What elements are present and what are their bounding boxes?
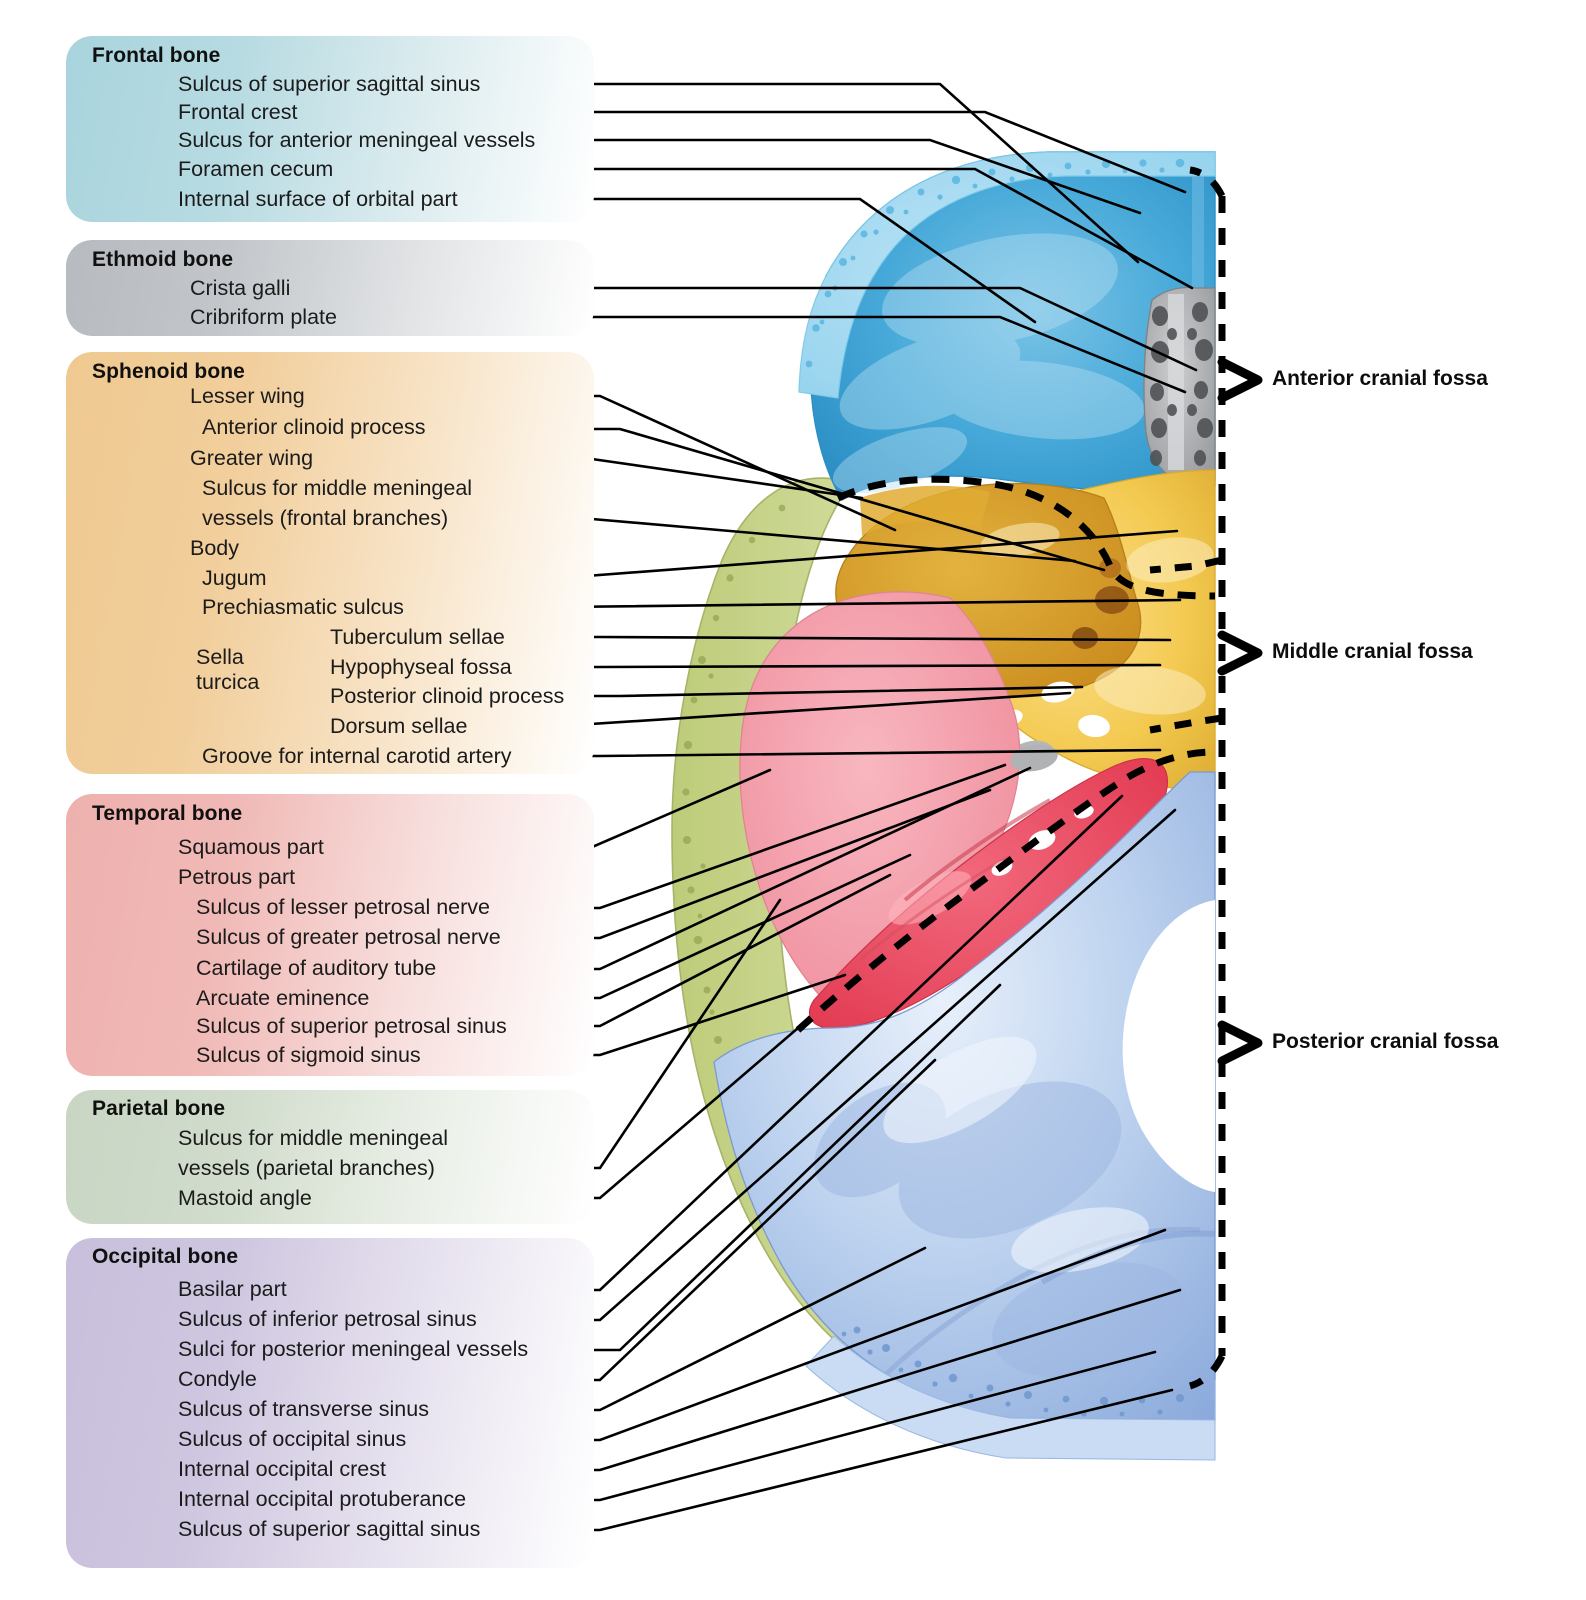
label-posterior-clinoid-process: Posterior clinoid process bbox=[330, 684, 565, 708]
label-greater-wing: Greater wing bbox=[190, 446, 314, 470]
label-petrous-part: Petrous part bbox=[178, 865, 296, 889]
label-basilar-part: Basilar part bbox=[178, 1277, 287, 1301]
label-sulcus-greater-petrosal-nerve: Sulcus of greater petrosal nerve bbox=[196, 925, 501, 949]
label-sulcus-middle-meningeal-vessels-line2: vessels (frontal branches) bbox=[202, 506, 449, 530]
label-sulcus-lesser-petrosal-nerve: Sulcus of lesser petrosal nerve bbox=[196, 895, 490, 919]
label-arcuate-eminence: Arcuate eminence bbox=[196, 986, 370, 1010]
label-anterior-cranial-fossa: Anterior cranial fossa bbox=[1272, 367, 1488, 390]
group-title-ethmoid: Ethmoid bone bbox=[92, 248, 234, 271]
label-prechiasmatic-sulcus: Prechiasmatic sulcus bbox=[202, 595, 404, 619]
label-sulcus-transverse-sinus: Sulcus of transverse sinus bbox=[178, 1397, 429, 1421]
label-sulcus-inferior-petrosal-sinus: Sulcus of inferior petrosal sinus bbox=[178, 1307, 477, 1331]
label-sulcus-middle-meningeal-vessels-line1: Sulcus for middle meningeal bbox=[202, 476, 473, 500]
group-title-temporal: Temporal bone bbox=[92, 802, 243, 825]
label-sulcus-middle-meningeal-parietal-line1: Sulcus for middle meningeal bbox=[178, 1126, 449, 1150]
group-title-occipital: Occipital bone bbox=[92, 1245, 239, 1268]
label-frontal-crest: Frontal crest bbox=[178, 100, 298, 124]
label-middle-cranial-fossa: Middle cranial fossa bbox=[1272, 640, 1473, 663]
sella-turcica-line1: Sella bbox=[196, 645, 244, 669]
label-sella-turcica: Sella turcica bbox=[196, 645, 259, 694]
label-cartilage-auditory-tube: Cartilage of auditory tube bbox=[196, 956, 437, 980]
label-jugum: Jugum bbox=[202, 566, 267, 590]
label-dorsum-sellae: Dorsum sellae bbox=[330, 714, 468, 738]
label-sulcus-anterior-meningeal-vessels: Sulcus for anterior meningeal vessels bbox=[178, 128, 536, 152]
label-posterior-cranial-fossa: Posterior cranial fossa bbox=[1272, 1030, 1499, 1053]
label-crista-galli: Crista galli bbox=[190, 276, 291, 300]
label-internal-occipital-crest: Internal occipital crest bbox=[178, 1457, 386, 1481]
label-sulcus-occipital-sinus: Sulcus of occipital sinus bbox=[178, 1427, 407, 1451]
label-lesser-wing: Lesser wing bbox=[190, 384, 305, 408]
sella-turcica-line2: turcica bbox=[196, 669, 260, 694]
label-internal-surface-orbital-part: Internal surface of orbital part bbox=[178, 187, 458, 211]
group-title-sphenoid: Sphenoid bone bbox=[92, 360, 245, 383]
group-title-frontal: Frontal bone bbox=[92, 44, 221, 67]
label-tuberculum-sellae: Tuberculum sellae bbox=[330, 625, 505, 649]
label-sulcus-superior-petrosal-sinus: Sulcus of superior petrosal sinus bbox=[196, 1014, 507, 1038]
label-hypophyseal-fossa: Hypophyseal fossa bbox=[330, 655, 512, 679]
label-sulcus-middle-meningeal-parietal-line2: vessels (parietal branches) bbox=[178, 1156, 435, 1180]
label-sulci-posterior-meningeal-vessels: Sulci for posterior meningeal vessels bbox=[178, 1337, 529, 1361]
label-anterior-clinoid-process: Anterior clinoid process bbox=[202, 415, 426, 439]
label-squamous-part: Squamous part bbox=[178, 835, 324, 859]
group-title-parietal: Parietal bone bbox=[92, 1097, 226, 1120]
label-condyle: Condyle bbox=[178, 1367, 257, 1391]
label-sulcus-superior-sagittal-sinus-occipital: Sulcus of superior sagittal sinus bbox=[178, 1517, 481, 1541]
label-cribriform-plate: Cribriform plate bbox=[190, 305, 337, 329]
label-body: Body bbox=[190, 536, 240, 560]
label-groove-internal-carotid-artery: Groove for internal carotid artery bbox=[202, 744, 512, 768]
label-sulcus-superior-sagittal-sinus-frontal: Sulcus of superior sagittal sinus bbox=[178, 72, 481, 96]
label-mastoid-angle: Mastoid angle bbox=[178, 1186, 312, 1210]
label-foramen-cecum: Foramen cecum bbox=[178, 157, 334, 181]
label-sulcus-sigmoid-sinus: Sulcus of sigmoid sinus bbox=[196, 1043, 421, 1067]
label-internal-occipital-protuberance: Internal occipital protuberance bbox=[178, 1487, 467, 1511]
